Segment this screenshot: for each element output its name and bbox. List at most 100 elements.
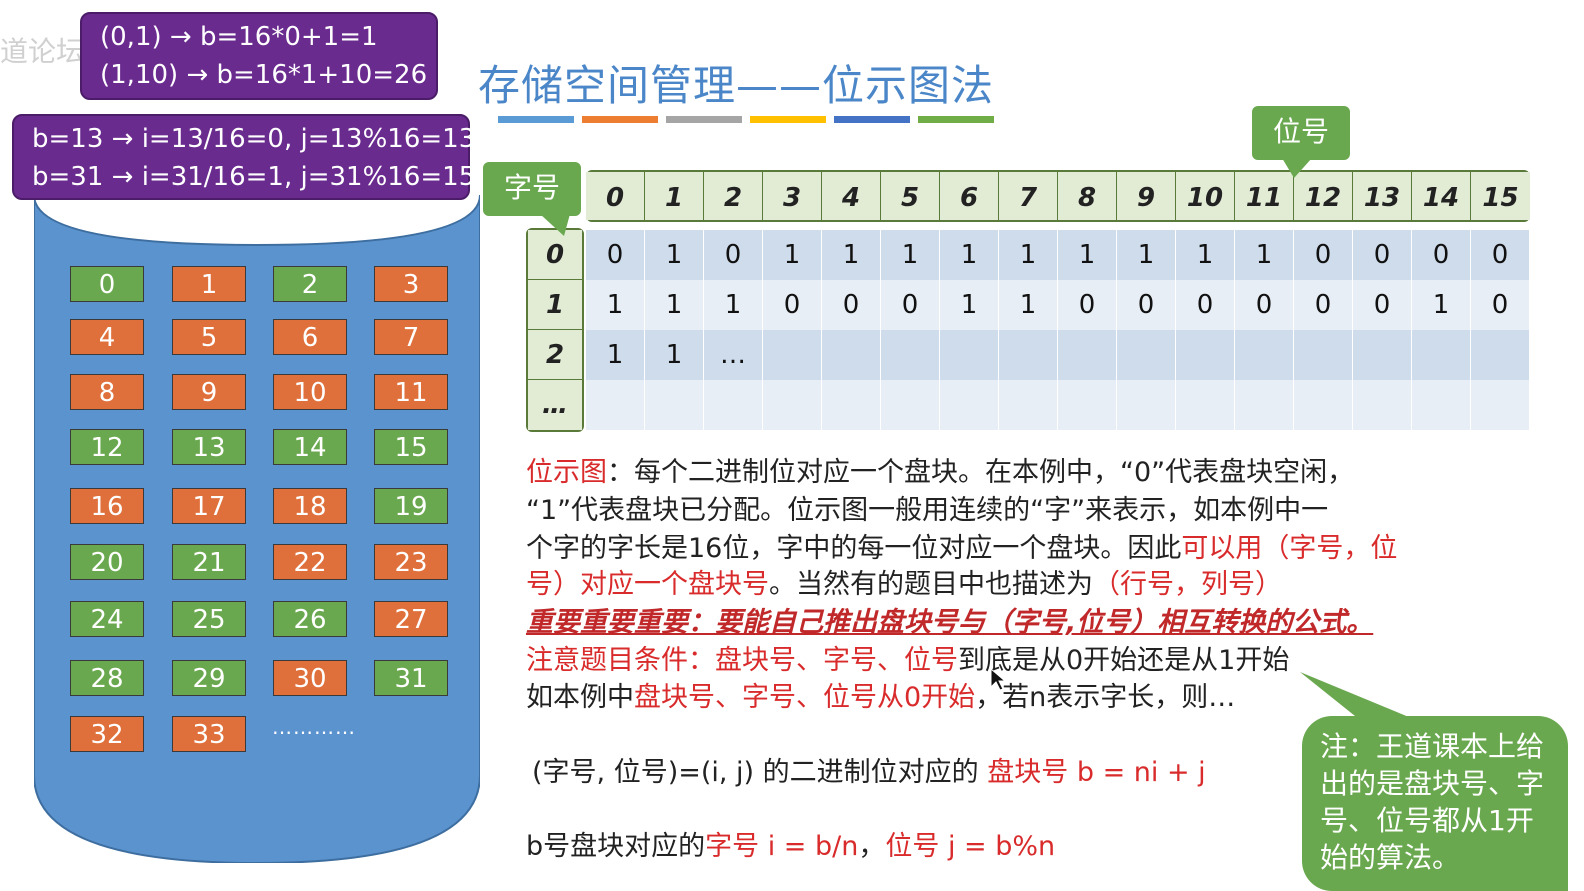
text-line-6: 注意题目条件：盘块号、字号、位号到底是从0开始还是从1开始 bbox=[526, 638, 1289, 677]
bit-cell: 0 bbox=[1353, 280, 1412, 330]
bit-cell bbox=[999, 380, 1058, 430]
disk-block-14: 14 bbox=[273, 429, 347, 465]
bit-cell: 1 bbox=[704, 280, 763, 330]
text-segment: (字号, 位号)=(i, j) 的二进制位对应的 bbox=[532, 757, 987, 788]
bit-cell bbox=[704, 380, 763, 430]
text-line-2: “1”代表盘块已分配。位示图一般用连续的“字”来表示，如本例中一 bbox=[526, 488, 1328, 527]
bit-cell bbox=[1235, 380, 1294, 430]
text-line-7: 如本例中盘块号、字号、位号从0开始，若n表示字长，则… bbox=[526, 675, 1235, 714]
bit-cell: 1 bbox=[1235, 230, 1294, 280]
bit-cell: 1 bbox=[940, 280, 999, 330]
bit-cell bbox=[645, 380, 704, 430]
disk-block-9: 9 bbox=[172, 374, 246, 410]
bit-header-7: 7 bbox=[999, 172, 1058, 220]
bit-cell bbox=[1176, 380, 1235, 430]
disk-block-5: 5 bbox=[172, 319, 246, 355]
disk-block-28: 28 bbox=[70, 660, 144, 696]
bit-cell: 1 bbox=[645, 280, 704, 330]
bit-header-9: 9 bbox=[1117, 172, 1176, 220]
bit-header-8: 8 bbox=[1058, 172, 1117, 220]
bit-cell bbox=[1412, 380, 1471, 430]
bit-cell: 0 bbox=[1176, 280, 1235, 330]
text-segment: 。当然有的题目中也描述为 bbox=[769, 569, 1093, 600]
disk-block-1: 1 bbox=[172, 266, 246, 302]
bit-cell: 1 bbox=[645, 230, 704, 280]
word-row-label-2: 2 bbox=[528, 330, 582, 380]
bit-cell bbox=[822, 330, 881, 380]
bit-cell: 1 bbox=[763, 230, 822, 280]
bit-cell: … bbox=[704, 330, 763, 380]
bit-cell bbox=[1471, 380, 1530, 430]
bit-tag-pointer bbox=[1282, 158, 1312, 180]
bit-header-14: 14 bbox=[1412, 172, 1471, 220]
bit-cell: 1 bbox=[940, 230, 999, 280]
disk-block-32: 32 bbox=[70, 716, 144, 752]
watermark: 道论坛 bbox=[0, 30, 84, 70]
bit-cell: 1 bbox=[1176, 230, 1235, 280]
callout-line: b=31 → i=31/16=1, j=31%16=15 bbox=[32, 158, 450, 196]
disk-block-31: 31 bbox=[374, 660, 448, 696]
disk-block-17: 17 bbox=[172, 488, 246, 524]
disk-block-12: 12 bbox=[70, 429, 144, 465]
bit-cell: 0 bbox=[1471, 230, 1530, 280]
bit-header-1: 1 bbox=[645, 172, 704, 220]
bit-cell bbox=[1353, 380, 1412, 430]
bit-cell: 0 bbox=[1294, 280, 1353, 330]
text-highlight: （行号，列号） bbox=[1093, 569, 1282, 600]
bit-header-4: 4 bbox=[822, 172, 881, 220]
disk-block-26: 26 bbox=[273, 601, 347, 637]
bit-cell: 1 bbox=[881, 230, 940, 280]
disk-block-18: 18 bbox=[273, 488, 347, 524]
bit-cell bbox=[1058, 380, 1117, 430]
disk-block-0: 0 bbox=[70, 266, 144, 302]
bit-cell: 1 bbox=[645, 330, 704, 380]
word-row-label-3: … bbox=[528, 380, 582, 430]
bit-header-2: 2 bbox=[704, 172, 763, 220]
bit-cell bbox=[763, 380, 822, 430]
disk-block-7: 7 bbox=[374, 319, 448, 355]
bit-cell bbox=[940, 330, 999, 380]
disk-block-29: 29 bbox=[172, 660, 246, 696]
title-color-bar bbox=[666, 116, 742, 123]
bit-header-3: 3 bbox=[763, 172, 822, 220]
bit-header-0: 0 bbox=[586, 172, 645, 220]
text-line-3: 个字的字长是16位，字中的每一位对应一个盘块。因此可以用（字号，位 bbox=[526, 526, 1397, 565]
text-highlight: 号）对应一个盘块号 bbox=[526, 569, 769, 600]
bit-number-tag: 位号 bbox=[1252, 106, 1350, 160]
title-color-bar bbox=[834, 116, 910, 123]
disk-block-30: 30 bbox=[273, 660, 347, 696]
bit-cell: 1 bbox=[1058, 230, 1117, 280]
bit-cell bbox=[881, 330, 940, 380]
bit-cell bbox=[1058, 330, 1117, 380]
bit-cell: 0 bbox=[763, 280, 822, 330]
text-segment: 到底是从0开始还是从1开始 bbox=[958, 645, 1289, 676]
disk-block-8: 8 bbox=[70, 374, 144, 410]
disk-block-19: 19 bbox=[374, 488, 448, 524]
disk-block-22: 22 bbox=[273, 544, 347, 580]
title-color-bar bbox=[498, 116, 574, 123]
bit-header-6: 6 bbox=[940, 172, 999, 220]
bit-cell bbox=[1235, 330, 1294, 380]
bit-cell: 1 bbox=[1117, 230, 1176, 280]
bit-cell bbox=[1117, 330, 1176, 380]
bit-cell bbox=[1353, 330, 1412, 380]
disk-block-13: 13 bbox=[172, 429, 246, 465]
bit-cell bbox=[822, 380, 881, 430]
bit-cell: 0 bbox=[1471, 280, 1530, 330]
disk-block-2: 2 bbox=[273, 266, 347, 302]
note-bubble: 注：王道课本上给出的是盘块号、字号、位号都从1开始的算法。 bbox=[1302, 716, 1568, 891]
bit-cell: 1 bbox=[586, 280, 645, 330]
bit-cell bbox=[1176, 330, 1235, 380]
disk-block-4: 4 bbox=[70, 319, 144, 355]
title-color-bar bbox=[918, 116, 994, 123]
callout-conversion-to-block: (0,1) → b=16*0+1=1 (1,10) → b=16*1+10=26 bbox=[80, 12, 438, 100]
mouse-cursor-icon bbox=[990, 668, 1006, 692]
disk-block-23: 23 bbox=[374, 544, 448, 580]
disk-block-21: 21 bbox=[172, 544, 246, 580]
text-line-4: 号）对应一个盘块号。当然有的题目中也描述为（行号，列号） bbox=[526, 562, 1282, 601]
bit-cell: 1 bbox=[999, 230, 1058, 280]
note-pointer bbox=[1300, 672, 1420, 722]
bit-cell: 0 bbox=[1353, 230, 1412, 280]
bit-header-13: 13 bbox=[1353, 172, 1412, 220]
disk-block-16: 16 bbox=[70, 488, 144, 524]
